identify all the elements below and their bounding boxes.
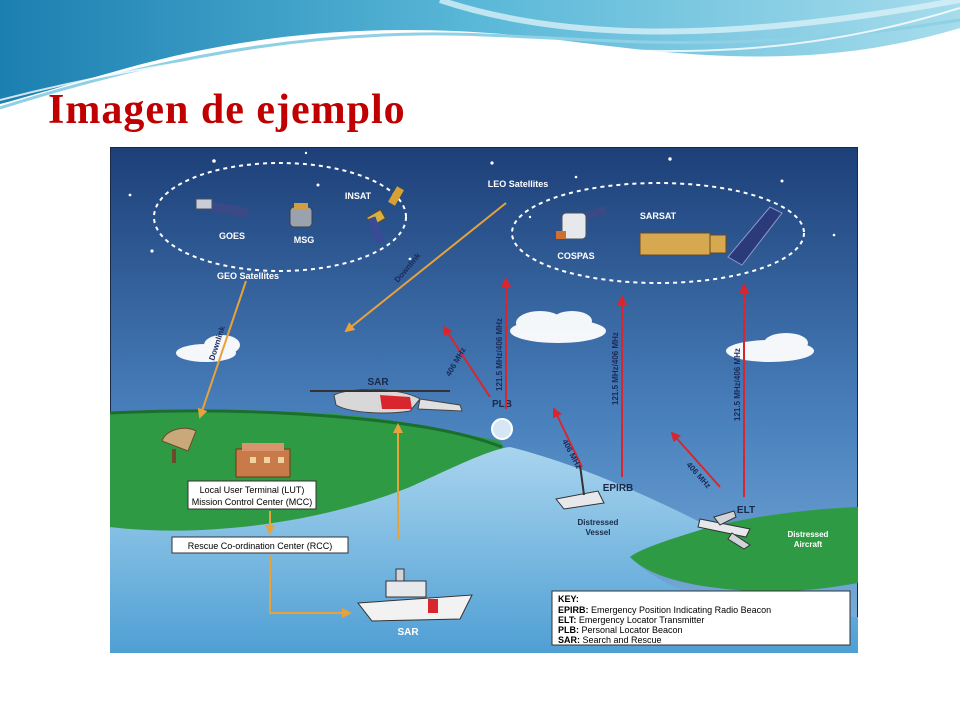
downlink-left-arrow: [197, 280, 247, 419]
sarsat-label: SARSAT: [640, 211, 677, 221]
distressed-aircraft-icon: [697, 510, 751, 550]
msg-satellite-icon: [289, 203, 313, 228]
plb-label: PLB: [492, 399, 512, 410]
cospas-label: COSPAS: [557, 251, 594, 261]
elt-leo-freq: 121.5 MHz/406 MHz: [733, 348, 742, 421]
lut-label: Local User Terminal (LUT): [200, 485, 305, 495]
vessel-label-line1: Distressed: [578, 518, 619, 527]
sar-boat-label: SAR: [397, 627, 419, 638]
vessel-label-line2: Vessel: [586, 528, 611, 537]
downlink-right-arrow: [344, 202, 507, 333]
key-title: KEY:: [558, 594, 579, 604]
elt-to-geo-arrow: [670, 431, 721, 488]
clouds: [176, 311, 814, 362]
epirb-leo-freq: 121.5 MHz/406 MHz: [611, 332, 620, 405]
leo-orbit-group: [511, 182, 805, 284]
insat-label: INSAT: [345, 191, 372, 201]
elt-label: ELT: [737, 505, 755, 516]
key-item-plb: PLB: Personal Locator Beacon: [558, 625, 683, 635]
rcc-box: [171, 536, 349, 554]
msg-label: MSG: [294, 235, 315, 245]
geo-satellites-label: GEO Satellites: [217, 271, 279, 281]
lut-mcc-box: [187, 480, 317, 510]
key-item-epirb: EPIRB: Emergency Position Indicating Rad…: [558, 605, 771, 615]
control-building-icon: [235, 443, 291, 478]
satellite-dish-icon: [161, 427, 197, 463]
geo-orbit-group: [153, 162, 407, 272]
goes-satellite-icon: [195, 198, 249, 219]
plb-to-geo-arrow: [442, 325, 491, 398]
rcc-to-boat-arrow: [269, 555, 352, 618]
rcc-label: Rescue Co-ordination Center (RCC): [188, 541, 333, 551]
cospas-satellite-icon: [556, 205, 607, 240]
goes-label: GOES: [219, 231, 245, 241]
sar-helicopter-icon: [310, 388, 463, 414]
aircraft-label-line2: Aircraft: [794, 540, 823, 549]
sarsat-satellite-icon: [639, 206, 783, 266]
mcc-label: Mission Control Center (MCC): [192, 497, 313, 507]
sar-heli-label: SAR: [367, 377, 389, 388]
key-item-elt: ELT: Emergency Locator Transmitter: [558, 615, 704, 625]
insat-satellite-icon: [365, 186, 404, 244]
plb-beacon-icon: [491, 418, 513, 440]
epirb-label: EPIRB: [603, 483, 634, 494]
plb-leo-freq: 121.5 MHz/406 MHz: [495, 318, 504, 391]
sar-boat-icon: [357, 568, 473, 622]
distressed-vessel-icon: [555, 464, 605, 510]
stars: [128, 151, 836, 261]
slide-title: Imagen de ejemplo: [48, 87, 406, 133]
key-box: [551, 590, 851, 646]
aircraft-label-line1: Distressed: [788, 530, 829, 539]
key-item-sar: SAR: Search and Rescue: [558, 635, 662, 645]
cospas-sarsat-diagram: Local User Terminal (LUT) Mission Contro…: [110, 147, 858, 653]
epirb-to-geo-arrow: [552, 407, 583, 468]
leo-satellites-label: LEO Satellites: [488, 179, 549, 189]
